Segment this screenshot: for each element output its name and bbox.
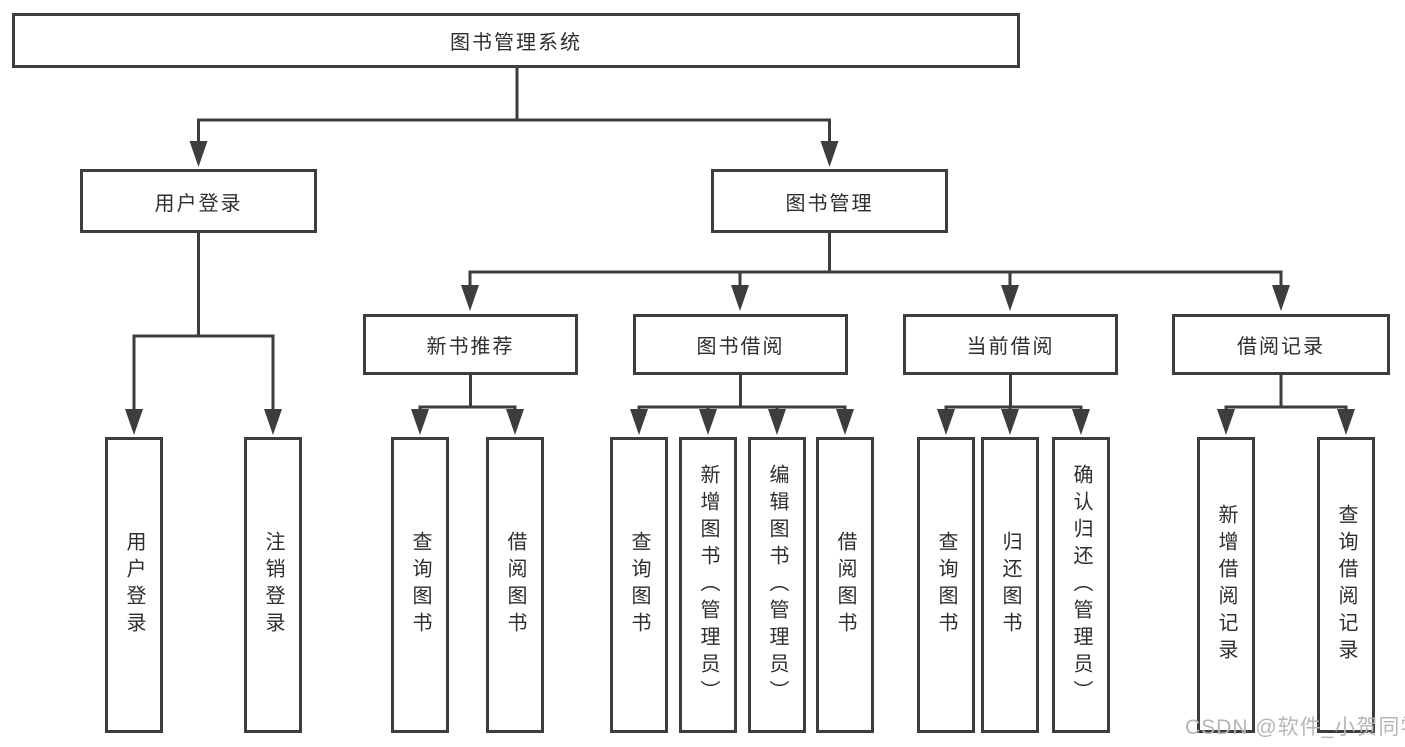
arrowhead (836, 409, 854, 435)
leaf-edit-books-admin: 编辑图书（管理员） (748, 437, 806, 733)
leaf-query-books-recommend: 查询图书 (391, 437, 449, 733)
leaf-query-books-borrow: 查询图书 (610, 437, 668, 733)
arrowhead (1337, 409, 1355, 435)
connector-userlogin-to-leaves (132, 233, 275, 412)
node-library-management-system: 图书管理系统 (12, 13, 1020, 68)
arrowhead (630, 409, 648, 435)
leaf-confirm-return-admin: 确认归还（管理员） (1052, 437, 1110, 733)
node-current-borrowing: 当前借阅 (903, 314, 1118, 375)
connector-newbooks-to-leaves (418, 375, 517, 412)
arrowhead (189, 141, 208, 167)
leaf-logout: 注销登录 (244, 437, 302, 733)
arrowhead (731, 285, 749, 311)
leaf-add-books-admin: 新增图书（管理员） (679, 437, 737, 733)
leaf-user-login: 用户登录 (105, 437, 163, 733)
node-user-login-branch: 用户登录 (80, 169, 317, 233)
connector-borrow-to-leaves (637, 375, 847, 412)
arrowhead (1001, 409, 1019, 435)
node-book-management-branch: 图书管理 (711, 169, 948, 233)
arrowhead (125, 409, 143, 435)
node-borrowing-records: 借阅记录 (1172, 314, 1390, 375)
connector-bookmgmt-to-sections (468, 233, 1283, 288)
csdn-watermark: CSDN @软件_小贺同学 (1185, 716, 1405, 739)
arrowhead (411, 409, 429, 435)
leaf-add-borrow-record: 新增借阅记录 (1197, 437, 1255, 733)
connector-records-to-leaves (1224, 375, 1348, 412)
arrowhead (937, 409, 955, 435)
connector-current-to-leaves (944, 375, 1083, 412)
arrowhead (1001, 285, 1019, 311)
node-book-borrowing: 图书借阅 (633, 314, 848, 375)
arrowhead (264, 409, 282, 435)
connector-root-to-branches (197, 66, 831, 146)
leaf-borrow-books: 借阅图书 (816, 437, 874, 733)
leaf-borrow-books-recommend: 借阅图书 (486, 437, 544, 733)
arrowhead (820, 141, 839, 167)
leaf-query-books-current: 查询图书 (917, 437, 975, 733)
arrowhead (1272, 285, 1290, 311)
arrowhead (461, 285, 479, 311)
arrowhead (699, 409, 717, 435)
arrowhead (1072, 409, 1090, 435)
node-new-book-recommendation: 新书推荐 (363, 314, 578, 375)
arrowhead (506, 409, 524, 435)
arrowhead (768, 409, 786, 435)
arrowhead (1217, 409, 1235, 435)
leaf-return-books: 归还图书 (981, 437, 1039, 733)
leaf-query-borrow-record: 查询借阅记录 (1317, 437, 1375, 733)
